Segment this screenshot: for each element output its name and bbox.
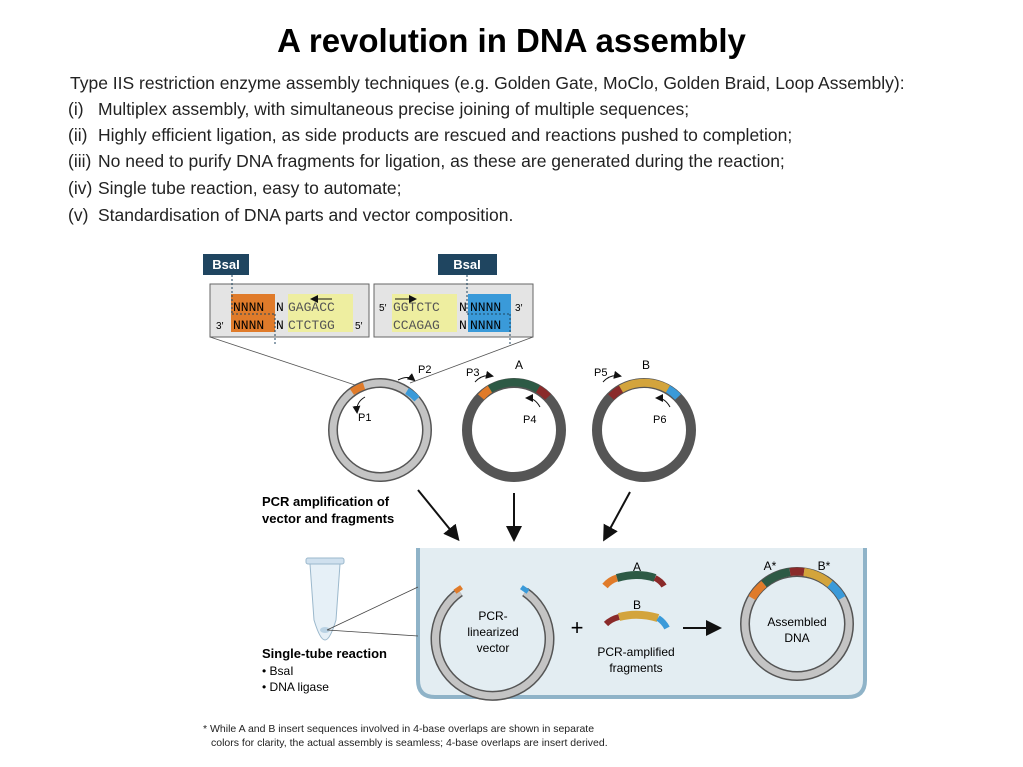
list-item: (ii) Highly efficient ligation, as side p…: [68, 125, 792, 146]
item-text: Highly efficient ligation, as side produ…: [98, 125, 793, 145]
item-number: (ii): [68, 125, 88, 145]
item-number: (i): [68, 99, 84, 119]
bsai-label-right: BsaI: [438, 254, 497, 275]
vector-plasmid: P1 P2: [328, 364, 432, 482]
svg-text:3′: 3′: [515, 303, 523, 314]
svg-text:B: B: [642, 358, 650, 372]
intro-text: Type IIS restriction enzyme assembly tec…: [70, 73, 905, 93]
linearized-vector: PCR- linearized vector: [430, 585, 555, 701]
footnote: * While A and B insert sequences involve…: [203, 723, 594, 735]
tube-item: • DNA ligase: [262, 680, 329, 694]
svg-text:BsaI: BsaI: [212, 257, 239, 272]
item-number: (iv): [68, 178, 93, 198]
sequence-panel-right: 5′ GGTCTC N NNNN 3′ CCAGAG N NNNN: [373, 275, 534, 344]
item-text: Single tube reaction, easy to automate;: [98, 178, 402, 198]
svg-text:N: N: [276, 300, 284, 315]
item-text: Standardisation of DNA parts and vector …: [98, 205, 514, 225]
fragment-a: A: [602, 560, 667, 589]
list-item: (i) Multiplex assembly, with simultaneous…: [68, 99, 689, 120]
svg-text:Assembled: Assembled: [767, 615, 826, 629]
svg-text:GGTCTC: GGTCTC: [393, 300, 440, 315]
fragments-label: fragments: [609, 661, 662, 675]
pcr-label: PCR amplification of: [262, 494, 390, 509]
pcr-label: vector and fragments: [262, 511, 394, 526]
plus-sign: +: [571, 615, 584, 640]
svg-text:linearized: linearized: [467, 625, 518, 639]
fragment-a-plasmid: A P3 P4: [462, 358, 566, 482]
svg-text:NNNN: NNNN: [233, 318, 264, 333]
svg-text:GAGACC: GAGACC: [288, 300, 335, 315]
item-number: (iii): [68, 151, 92, 171]
svg-text:vector: vector: [477, 641, 510, 655]
svg-text:BsaI: BsaI: [453, 257, 480, 272]
svg-text:P6: P6: [653, 414, 666, 426]
svg-text:N: N: [459, 300, 467, 315]
svg-text:B: B: [633, 598, 641, 612]
tube-title: Single-tube reaction: [262, 646, 387, 661]
svg-text:B*: B*: [818, 559, 831, 573]
svg-text:NNNN: NNNN: [470, 300, 501, 315]
svg-text:A*: A*: [764, 559, 777, 573]
svg-text:NNNN: NNNN: [470, 318, 501, 333]
item-number: (v): [68, 205, 89, 225]
svg-text:P1: P1: [358, 412, 371, 424]
svg-text:A: A: [515, 358, 523, 372]
item-text: No need to purify DNA fragments for liga…: [98, 151, 785, 171]
fragment-b: B: [603, 598, 670, 630]
fragments-label: PCR-amplified: [597, 645, 674, 659]
svg-text:N: N: [459, 318, 467, 333]
list-item: (iii) No need to purify DNA fragments for…: [68, 151, 785, 172]
svg-text:A: A: [633, 560, 641, 574]
fragment-b-plasmid: B P5 P6: [592, 358, 696, 482]
svg-text:5′: 5′: [355, 321, 363, 332]
footnote: colors for clarity, the actual assembly …: [211, 737, 608, 749]
tube-item: • BsaI: [262, 664, 294, 678]
tube-icon: [305, 557, 345, 641]
svg-text:N: N: [276, 318, 284, 333]
svg-text:DNA: DNA: [784, 631, 809, 645]
bsai-label-left: BsaI: [203, 254, 249, 275]
assembled-dna: A* B* Assembled DNA: [740, 559, 854, 681]
svg-text:PCR-: PCR-: [478, 609, 507, 623]
sequence-panel-left: NNNN N GAGACC 3′ NNNN N CTCTGG 5′: [209, 275, 370, 344]
svg-text:P2: P2: [418, 364, 431, 376]
svg-text:P3: P3: [466, 367, 479, 379]
svg-text:NNNN: NNNN: [233, 300, 264, 315]
list-item: (v) Standardisation of DNA parts and vect…: [68, 205, 513, 226]
list-item: (iv)Single tube reaction, easy to automa…: [68, 178, 402, 199]
svg-text:CCAGAG: CCAGAG: [393, 318, 440, 333]
svg-text:3′: 3′: [216, 321, 224, 332]
svg-text:P4: P4: [523, 414, 536, 426]
svg-text:CTCTGG: CTCTGG: [288, 318, 335, 333]
svg-text:5′: 5′: [379, 303, 387, 314]
item-text: Multiplex assembly, with simultaneous pr…: [98, 99, 690, 119]
svg-text:P5: P5: [594, 367, 607, 379]
slide-title: A revolution in DNA assembly: [277, 22, 746, 59]
